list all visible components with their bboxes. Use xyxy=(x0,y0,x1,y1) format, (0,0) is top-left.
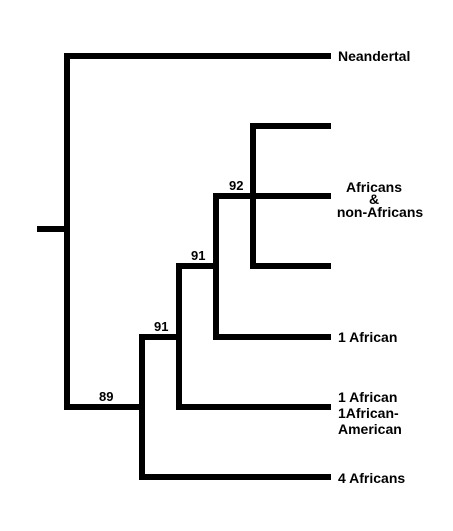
bootstrap-91-upper: 91 xyxy=(191,248,205,263)
leaf-label-american: American xyxy=(338,421,402,437)
node-91-upper xyxy=(213,193,331,340)
leaf-label-africans: Africans xyxy=(346,179,402,195)
leaf-label-non-africans: non-Africans xyxy=(337,204,424,220)
leaf-label-one-african-2: 1 African xyxy=(338,389,397,405)
root-node xyxy=(64,53,331,410)
bootstrap-92: 92 xyxy=(229,178,243,193)
node-89 xyxy=(139,334,331,480)
node-91-lower xyxy=(176,263,331,410)
leaf-label-ampersand: & xyxy=(369,191,379,207)
leaf-label-one-african: 1 African xyxy=(338,329,397,345)
bootstrap-91-lower: 91 xyxy=(154,319,168,334)
leaf-label-one-african-american: 1African- xyxy=(338,405,399,421)
leaf-label-four-africans: 4 Africans xyxy=(338,470,405,486)
leaf-label-neandertal: Neandertal xyxy=(338,48,410,64)
bootstrap-89: 89 xyxy=(99,389,113,404)
